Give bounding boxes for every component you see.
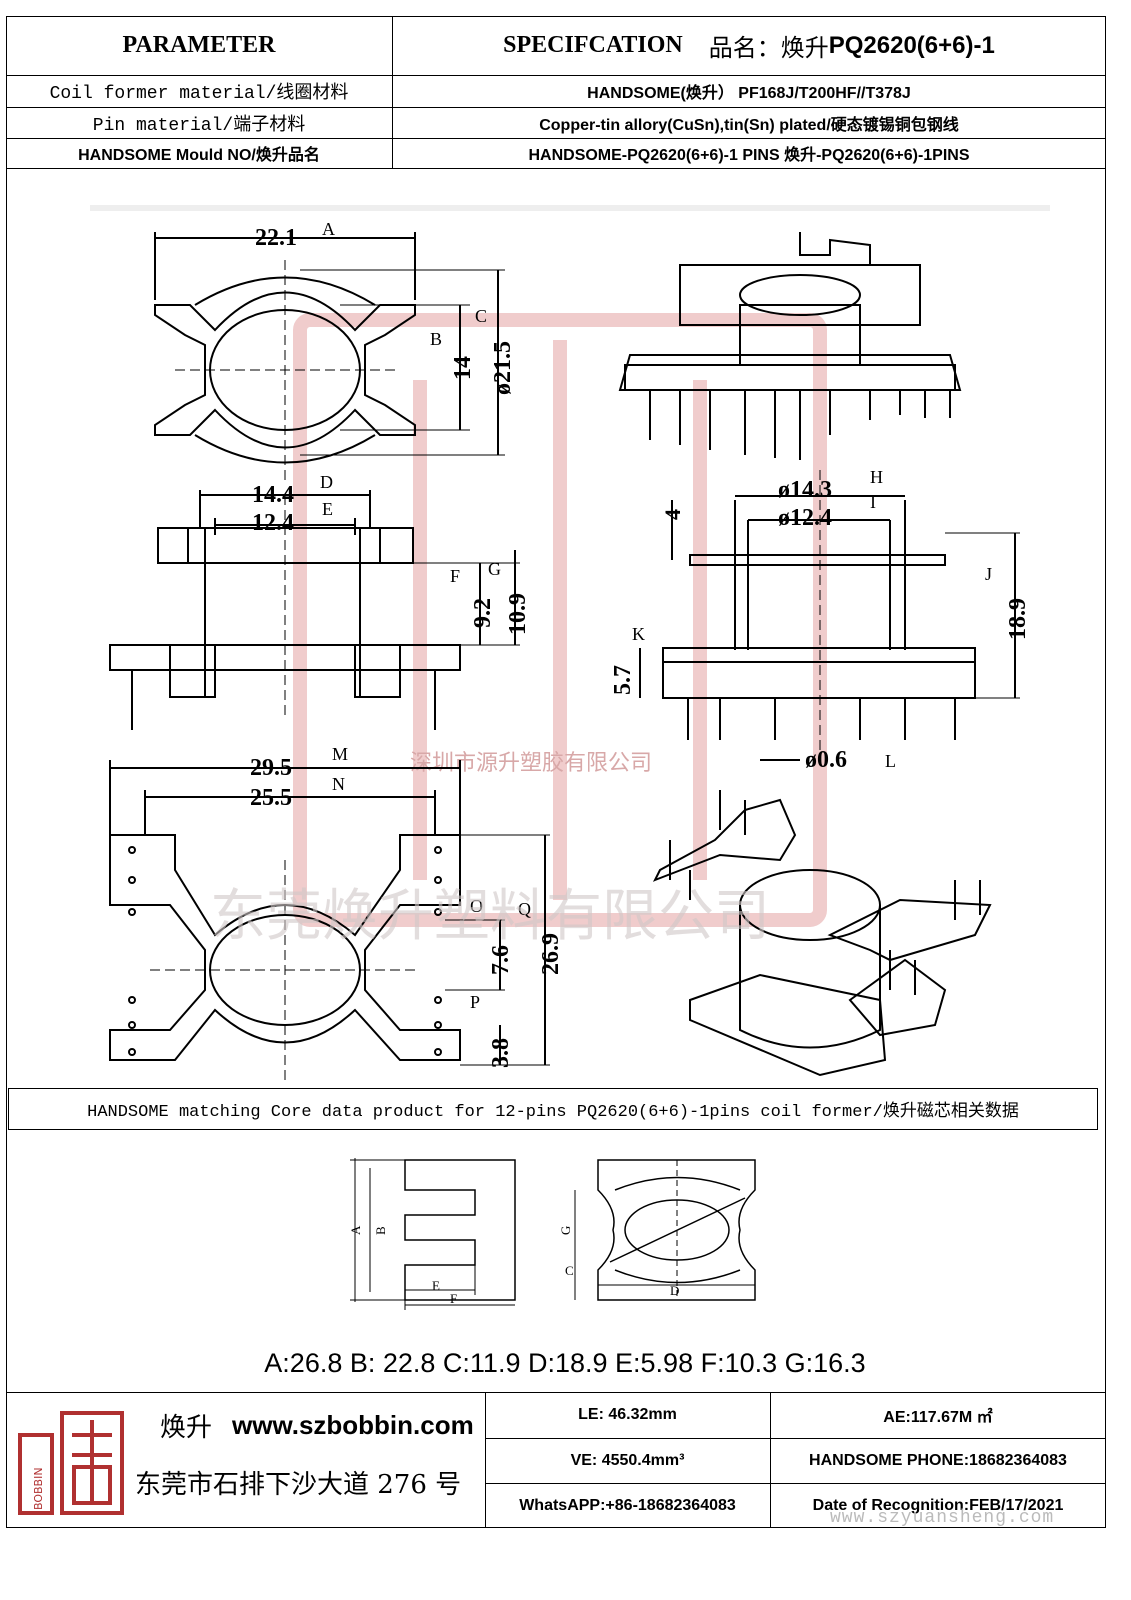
company-address: 东莞市石排下沙大道 276 号 — [135, 1469, 462, 1500]
table-rule — [6, 138, 1106, 139]
core-section-title: HANDSOME matching Core data product for … — [87, 1103, 1019, 1122]
footer-divider — [770, 1392, 771, 1528]
url-watermark: www.szyuansheng.com — [830, 1508, 1055, 1528]
table-rule — [6, 107, 1106, 108]
row-value-pin-material: Copper-tin allory(CuSn),tin(Sn) plated/硬… — [539, 116, 959, 134]
ve-value: VE: 4550.4mm³ — [570, 1451, 685, 1469]
tag-f: F — [450, 566, 460, 586]
tag-h: H — [870, 467, 883, 487]
le-value: LE: 46.32mm — [578, 1406, 677, 1423]
core-values-line: A:26.8 B: 22.8 C:11.9 D:18.9 E:5.98 F:10… — [264, 1347, 866, 1378]
bobbin-isometric-bottom — [652, 790, 992, 1077]
tag-o: O — [470, 896, 483, 916]
company-watermark-2: 东莞焕升塑料有限公司 — [210, 884, 770, 949]
phone-value: HANDSOME PHONE:18682364083 — [809, 1451, 1067, 1469]
dim-29-5: 29.5 — [250, 755, 292, 781]
row-value-coil-material: HANDSOME(焕升） PF168J/T200HF//T378J — [587, 85, 911, 102]
bottom-view-drawing — [109, 760, 550, 1080]
tag-j: J — [985, 564, 992, 584]
footer-rule — [6, 1392, 1106, 1393]
dim-phi-0-6: ø0.6 — [805, 747, 847, 773]
dim-phi-12-4: ø12.4 — [778, 505, 832, 531]
website-link[interactable]: www.szbobbin.com — [232, 1409, 474, 1440]
footer-brand-line: 焕升 www.szbobbin.com — [160, 1405, 480, 1445]
dim-7-6: 7.6 — [488, 945, 514, 975]
tag-b: B — [430, 329, 442, 349]
table-divider — [392, 16, 393, 168]
tag-q: Q — [518, 899, 531, 919]
footer-divider — [485, 1392, 486, 1528]
date-value: Date of Recognition:FEB/17/2021 — [812, 1496, 1064, 1514]
dim-9-2: 9.2 — [470, 598, 496, 628]
core-label-f: F — [450, 1291, 457, 1306]
side-view-drawing — [109, 490, 520, 730]
document-frame — [6, 16, 1106, 1528]
whatsapp-value: WhatsAPP:+86-18682364083 — [519, 1496, 736, 1514]
dim-18-9: 18.9 — [1005, 598, 1031, 640]
footer-rule — [485, 1438, 1106, 1439]
core-label-b: B — [373, 1226, 388, 1235]
dim-14: 14 — [450, 356, 476, 380]
specification-header: SPECIFCATION 品名：焕升 PQ2620(6+6)-1 — [392, 16, 1106, 75]
ae-value: AE:117.67M ㎡ — [883, 1409, 993, 1426]
tag-i: I — [870, 492, 876, 512]
parameter-header: PARAMETER — [122, 32, 276, 58]
tag-c: C — [475, 306, 487, 326]
tag-l: L — [885, 751, 896, 771]
front-view-drawing — [639, 470, 1020, 761]
bobbin-technical-drawing: 22.1 A B 14 C ø21.5 14.4 D 12.4 E F — [90, 205, 1050, 1080]
tag-n: N — [332, 774, 345, 794]
tag-k: K — [632, 624, 645, 644]
table-rule — [6, 168, 1106, 169]
product-name: PQ2620(6+6)-1 — [828, 31, 995, 59]
tag-a: A — [322, 219, 335, 239]
tag-p: P — [470, 992, 480, 1012]
footer-rule — [485, 1483, 1106, 1484]
logo-bobbin-text: BOBBIN — [32, 1467, 45, 1510]
logo-watermark — [293, 313, 827, 927]
dim-3-8: 3.8 — [488, 1038, 514, 1068]
top-view-drawing — [154, 232, 505, 480]
row-label-pin-material: Pin material/端子材料 — [92, 115, 306, 136]
brand-name: 焕升 — [160, 1412, 213, 1443]
dim-4: 4 — [660, 509, 685, 520]
table-rule — [6, 75, 1106, 76]
core-label-e: E — [432, 1278, 440, 1293]
core-section-title-box — [8, 1088, 1098, 1130]
dim-phi-14-3: ø14.3 — [778, 477, 832, 503]
specification-label: SPECIFCATION — [503, 32, 683, 58]
tag-e: E — [322, 499, 333, 519]
company-logo: BOBBIN — [12, 1405, 132, 1520]
dim-25-5: 25.5 — [250, 785, 292, 811]
row-label-coil-material: Coil former material/线圈材料 — [49, 84, 349, 104]
core-label-d: D — [670, 1283, 679, 1298]
core-label-g: G — [558, 1226, 573, 1235]
core-label-a: A — [348, 1225, 363, 1235]
dim-21-5: ø21.5 — [490, 341, 516, 395]
tag-g: G — [488, 559, 501, 579]
product-name-label: 品名：焕升 — [708, 36, 829, 62]
dim-5-7: 5.7 — [610, 665, 636, 695]
core-drawing: A B E F G C D — [348, 1158, 756, 1310]
tag-d: D — [320, 472, 333, 492]
bobbin-isometric-top — [618, 232, 962, 460]
dim-10-9: 10.9 — [505, 593, 531, 635]
dim-14-4: 14.4 — [252, 482, 294, 508]
row-label-mould-no: HANDSOME Mould NO/焕升品名 — [78, 147, 320, 164]
tag-m: M — [332, 744, 348, 764]
dim-26-9: 26.9 — [538, 933, 564, 975]
core-label-c: C — [565, 1263, 574, 1278]
company-watermark-1: 深圳市源升塑胶有限公司 — [410, 751, 652, 776]
dim-22-1: 22.1 — [255, 225, 297, 251]
dim-12-4: 12.4 — [252, 510, 294, 536]
row-value-mould-no: HANDSOME-PQ2620(6+6)-1 PINS 焕升-PQ2620(6+… — [528, 147, 970, 164]
